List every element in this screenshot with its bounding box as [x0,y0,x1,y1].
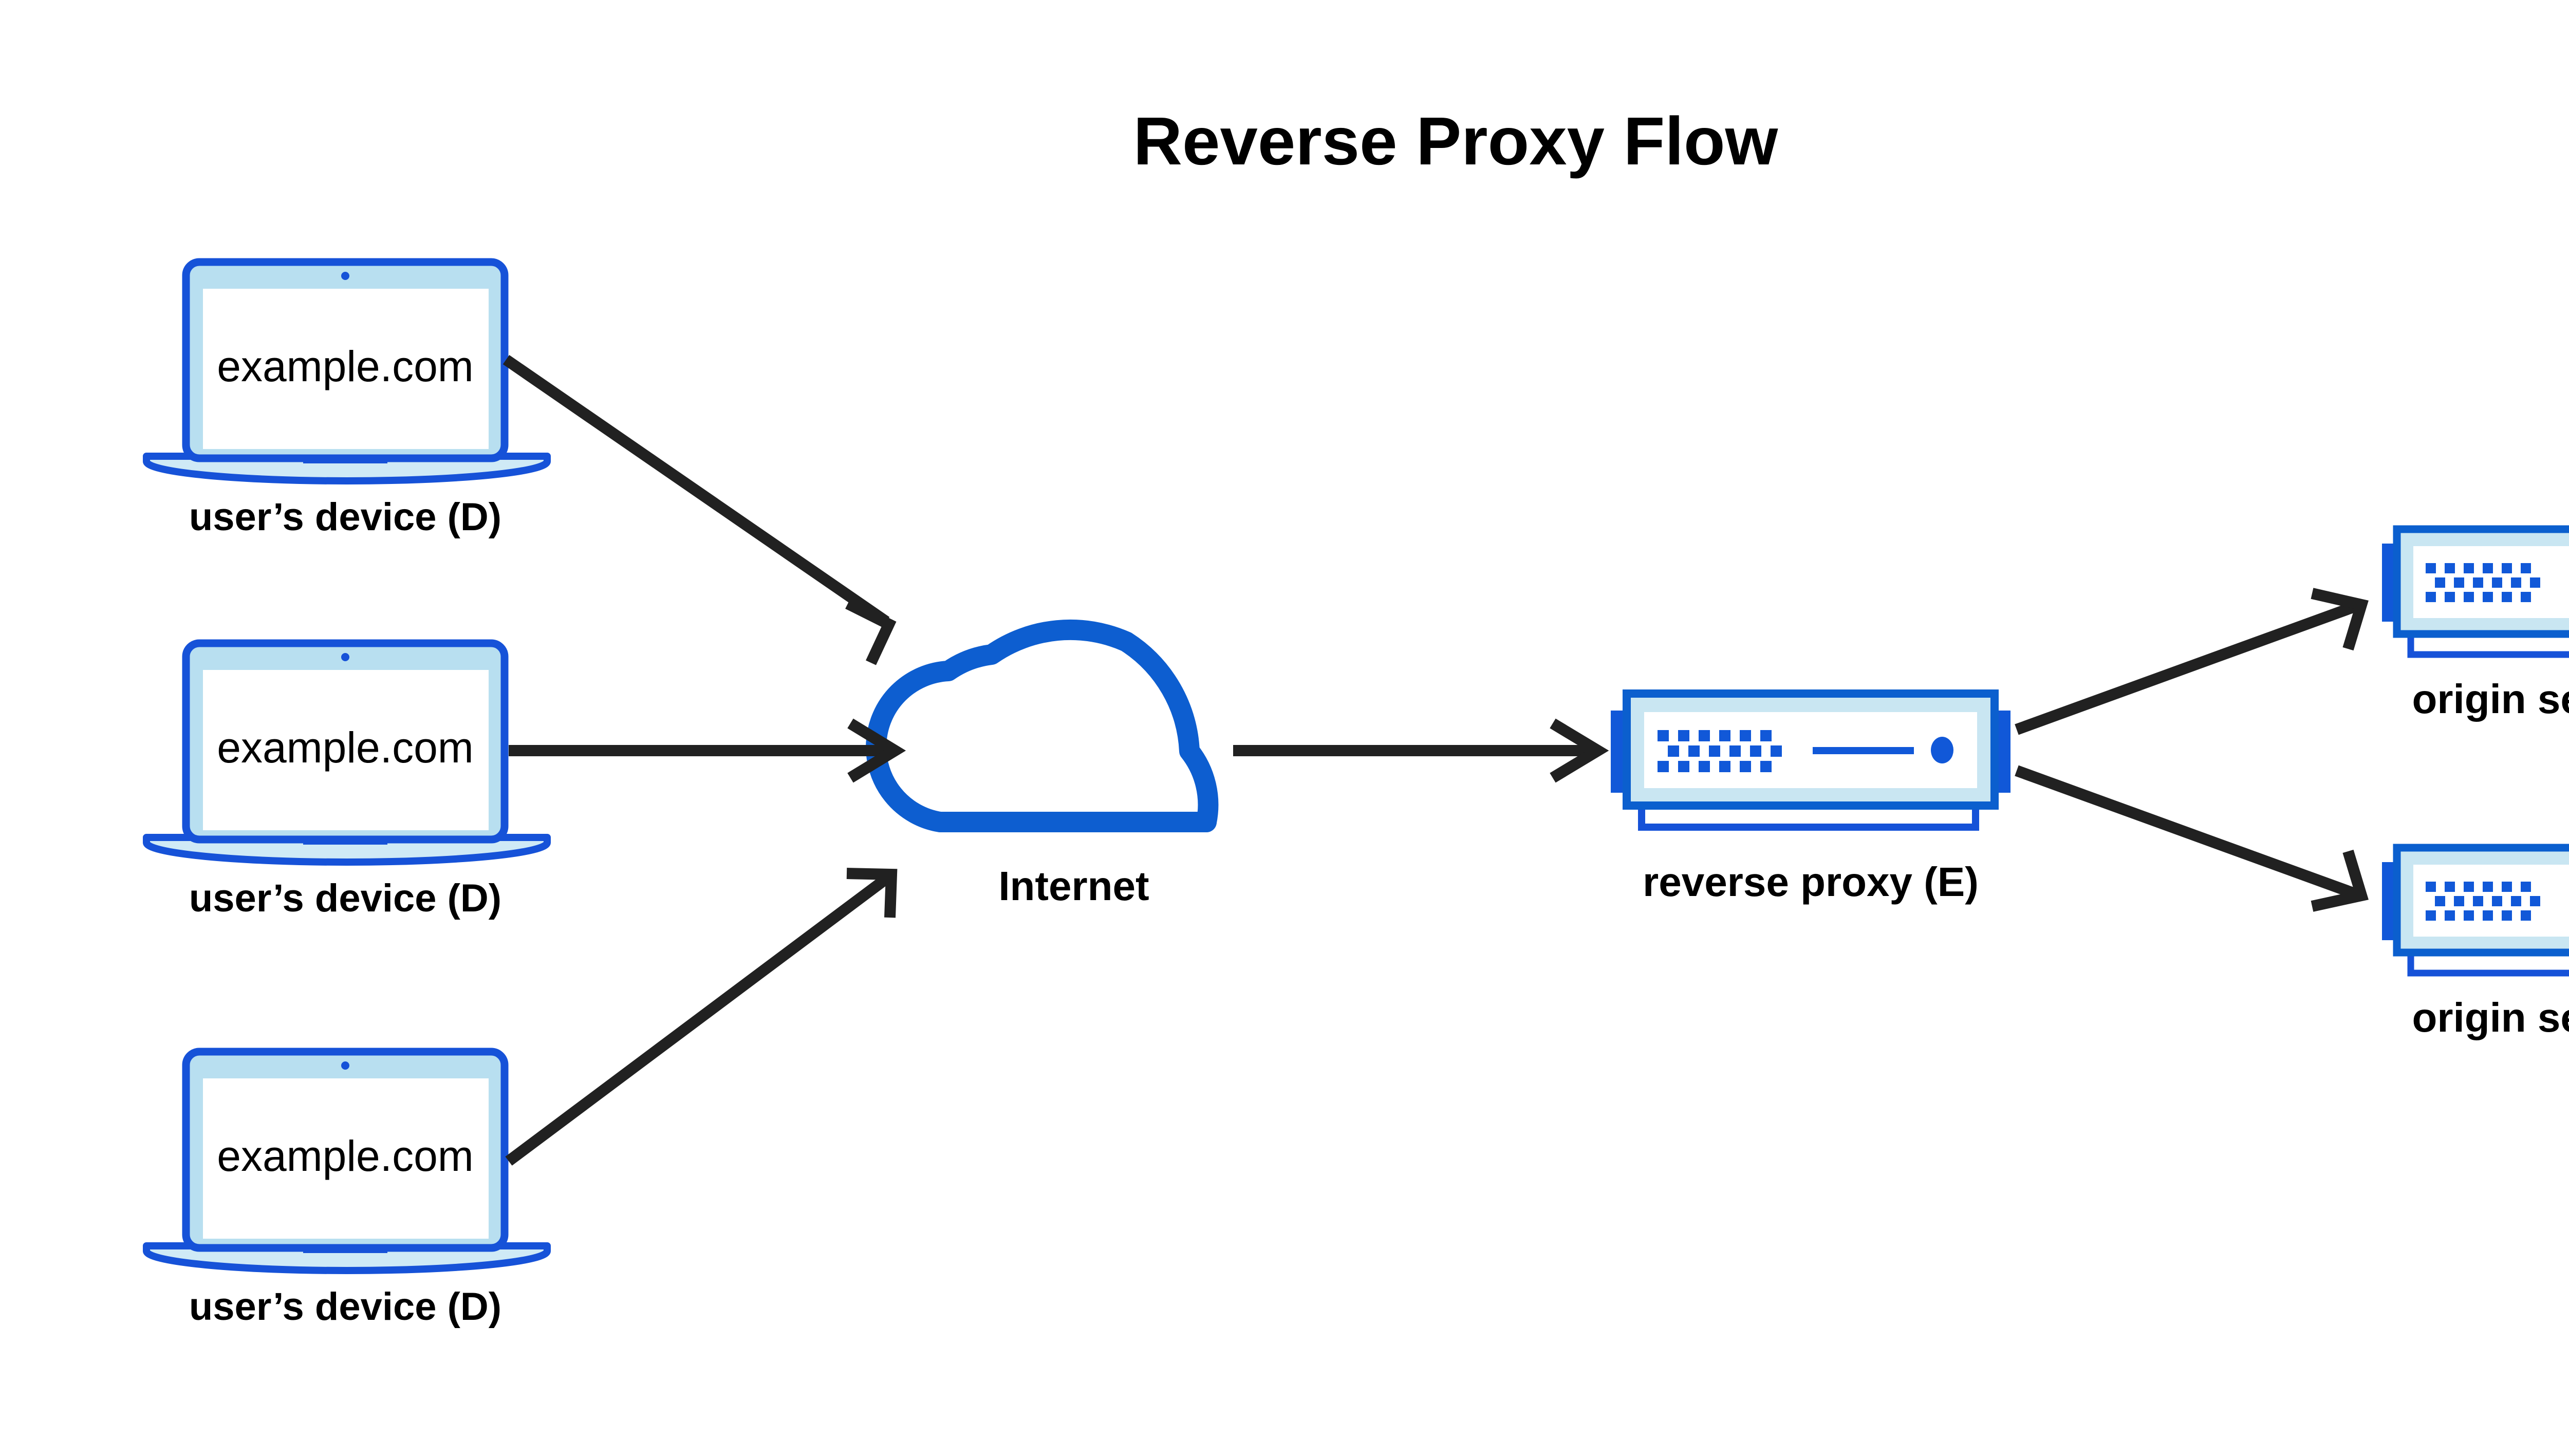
node-device-bottom[interactable]: example.com user’s device (D) [143,1048,551,1329]
node-origin-server-bottom[interactable]: origin server (F) [2382,844,2569,1040]
node-reverse-proxy[interactable]: reverse proxy (E) [1611,689,2010,905]
node-label-device-top: user’s device (D) [189,495,501,539]
edge-cloud-to-proxy [1233,718,1609,783]
laptop-camera-icon [341,653,349,661]
laptop-notch [303,837,387,845]
page-title: Reverse Proxy Flow [1133,103,1778,179]
node-label-origin-server-top: origin server (F) [2412,676,2569,722]
node-label-internet-cloud: Internet [998,863,1149,909]
server-led-icon [1931,737,1953,763]
laptop-base [143,1242,551,1274]
node-device-middle[interactable]: example.com user’s device (D) [143,639,551,920]
edge-device-top-to-cloud [502,354,897,665]
laptop-screen [203,670,489,830]
laptop-screen [203,289,489,449]
node-label-device-bottom: user’s device (D) [189,1285,501,1329]
laptop-screen-text: example.com [217,1132,474,1180]
laptop-camera-icon [341,272,349,280]
node-label-device-middle: user’s device (D) [189,876,501,920]
edges-layer [502,354,2369,1166]
laptop-notch [303,456,387,463]
server-port-grid [1658,730,1782,772]
edge-proxy-to-origin-top [2015,588,2369,735]
cloud-icon [866,619,1219,832]
laptop-base [143,834,551,866]
laptop-screen-text: example.com [217,342,474,390]
server-port-grid [2426,882,2540,921]
node-device-top[interactable]: example.com user’s device (D) [143,258,551,539]
node-label-origin-server-bottom: origin server (F) [2412,995,2569,1040]
laptop-camera-icon [341,1061,349,1070]
laptop-screen [203,1078,489,1239]
node-origin-server-top[interactable]: origin server (F) [2382,525,2569,722]
edge-device-middle-to-cloud [509,718,906,783]
server-port-grid [2426,563,2540,602]
node-label-reverse-proxy: reverse proxy (E) [1643,859,1979,905]
laptop-notch [303,1246,387,1253]
node-internet-cloud[interactable]: Internet [866,619,1219,909]
edge-proxy-to-origin-bottom [2015,765,2369,912]
laptop-base [143,453,551,484]
edge-device-bottom-to-cloud [505,868,898,1166]
laptop-screen-text: example.com [217,723,474,772]
